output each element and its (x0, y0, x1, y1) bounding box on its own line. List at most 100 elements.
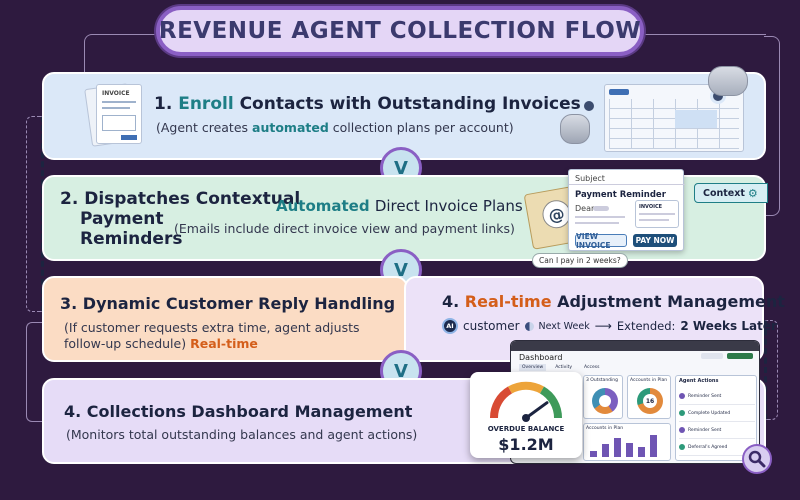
robot-hand-icon (560, 114, 590, 144)
title-pill: REVENUE AGENT COLLECTION FLOW (156, 6, 644, 56)
outstanding-donut (592, 388, 618, 414)
mini-invoice-label: INVOICE (639, 204, 663, 210)
step-4-realtime: Real-time (464, 292, 552, 311)
action-status-icon (679, 427, 685, 433)
action-status-icon (679, 393, 685, 399)
accounts-value: 16 (643, 394, 657, 408)
left-loop-line-lower (26, 322, 44, 422)
search-icon[interactable] (742, 444, 772, 474)
step-3-sub2: follow-up schedule) (64, 336, 187, 351)
step-2-automated: Automated (276, 197, 370, 215)
dashboard-tabs: Overview Activity Access (519, 364, 602, 371)
bar (626, 442, 633, 457)
step-2-title-line1: 2. Dispatches Contextual (60, 189, 301, 209)
step-2-title-line3: Reminders (80, 229, 183, 249)
overdue-gauge-card: OVERDUE BALANCE $1.2M (470, 372, 582, 458)
gear-icon: ⚙ (747, 186, 758, 200)
bar (602, 443, 609, 457)
dashboard-title: Dashboard (519, 353, 563, 362)
agent-action-row: Complete Updated (679, 405, 755, 422)
accounts-card: Accounts in Plan 16 (627, 375, 671, 419)
action-label: Reminder Sent (688, 393, 722, 399)
outstanding-card: 3 Outstanding (583, 375, 623, 419)
gauge-value: $1.2M (498, 435, 554, 454)
gauge-hub (522, 414, 530, 422)
gauge-arc-amber (508, 381, 544, 394)
tab-overview[interactable]: Overview (519, 364, 547, 371)
step-3-sub2-line: follow-up schedule) Real-time (64, 336, 258, 351)
bar (590, 451, 597, 457)
step-4-next-week: Next Week (538, 320, 590, 332)
right-loop-line-lower (764, 320, 778, 420)
tab-activity[interactable]: Activity (555, 365, 573, 370)
step-3-sub1: (If customer requests extra time, agent … (64, 320, 360, 335)
spreadsheet-grid (609, 99, 739, 149)
outstanding-label: 3 Outstanding (586, 378, 618, 383)
email-preview: Subject Payment Reminder Dear INVOICE VI… (568, 169, 685, 251)
context-label: Context (703, 187, 745, 199)
step-4-title: 4. Real-time Adjustment Management (442, 292, 785, 311)
step-2-title-line2: Payment (80, 209, 164, 229)
email-dear: Dear (575, 204, 595, 213)
step-5-title: 4. Collections Dashboard Management (64, 402, 413, 421)
step-4-number: 4. (442, 292, 460, 311)
top-left-loop (84, 34, 158, 74)
agent-action-row: Reminder Sent (679, 388, 755, 405)
agent-action-row: Reminder Sent (679, 422, 755, 439)
mini-invoice: INVOICE (635, 200, 679, 228)
pay-now-button[interactable]: PAY NOW (633, 234, 677, 247)
gauge-arc-red (489, 386, 513, 419)
half-moon-icon (524, 321, 534, 331)
top-right-loop (642, 34, 766, 36)
customer-reply-bubble: Can I pay in 2 weeks? (532, 253, 628, 268)
step-1-title: 1. Enroll Contacts with Outstanding Invo… (154, 94, 581, 114)
gauge-arc-green (539, 386, 563, 419)
step-5-subtitle: (Monitors total outstanding balances and… (66, 427, 418, 442)
action-label: Reminder Sent (688, 427, 722, 433)
accounts-bar-chart: Accounts in Plan (583, 423, 671, 461)
arrow-right-icon: ⟶ (594, 319, 612, 333)
bar-chart-label: Accounts in Plan (586, 426, 624, 431)
contact-avatar-icon (581, 98, 597, 114)
bar (614, 437, 621, 457)
dashboard-top-button[interactable] (701, 353, 723, 359)
agent-action-row: Deferral's Agreed (679, 439, 755, 456)
bar (650, 435, 657, 457)
step-4-title-rest: Adjustment Management (557, 292, 785, 311)
page-title: REVENUE AGENT COLLECTION FLOW (158, 18, 642, 44)
step-2-subtitle: (Emails include direct invoice view and … (174, 221, 515, 236)
right-loop-line (764, 36, 780, 216)
step-4-customer: customer (463, 319, 520, 333)
invoice-label: INVOICE (102, 90, 130, 97)
email-subject: Subject (575, 174, 605, 183)
step-1-sub-a: (Agent creates (156, 120, 249, 135)
gauge-label: OVERDUE BALANCE (487, 425, 565, 433)
action-status-icon (679, 410, 685, 416)
step-3-title: 3. Dynamic Customer Reply Handling (60, 294, 396, 313)
view-invoice-button[interactable]: VIEW INVOICE (575, 232, 627, 250)
step-3-card: 3. Dynamic Customer Reply Handling (If c… (42, 276, 408, 362)
tab-access[interactable]: Access (584, 365, 600, 370)
step-4-extended: Extended: (616, 319, 676, 333)
gauge-svg (489, 381, 563, 422)
bar-chart-bars (590, 433, 666, 457)
context-tag: Context ⚙ (694, 183, 768, 203)
step-3-realtime: Real-time (190, 336, 258, 351)
email-title: Payment Reminder (575, 190, 666, 200)
action-label: Deferral's Agreed (688, 444, 728, 450)
accounts-label: Accounts in Plan (630, 378, 668, 383)
step-4-later: 2 Weeks Later (680, 319, 777, 333)
action-status-icon (679, 444, 685, 450)
step-1-sub-highlight: automated (252, 120, 329, 135)
action-label: Complete Updated (688, 410, 731, 416)
gauge-needle (524, 401, 549, 420)
bar (638, 447, 645, 457)
dashboard-top-button-primary[interactable] (727, 353, 753, 359)
step-4-flow: AI customer Next Week ⟶ Extended: 2 Week… (442, 318, 777, 334)
step-1-subtitle: (Agent creates automated collection plan… (156, 120, 514, 135)
step-2-plans-line: Automated Direct Invoice Plans (276, 197, 523, 215)
ai-badge-icon: AI (442, 318, 458, 334)
step-1-title-rest: Contacts with Outstanding Invoices (239, 94, 581, 114)
step-1-number: 1. (154, 94, 173, 114)
